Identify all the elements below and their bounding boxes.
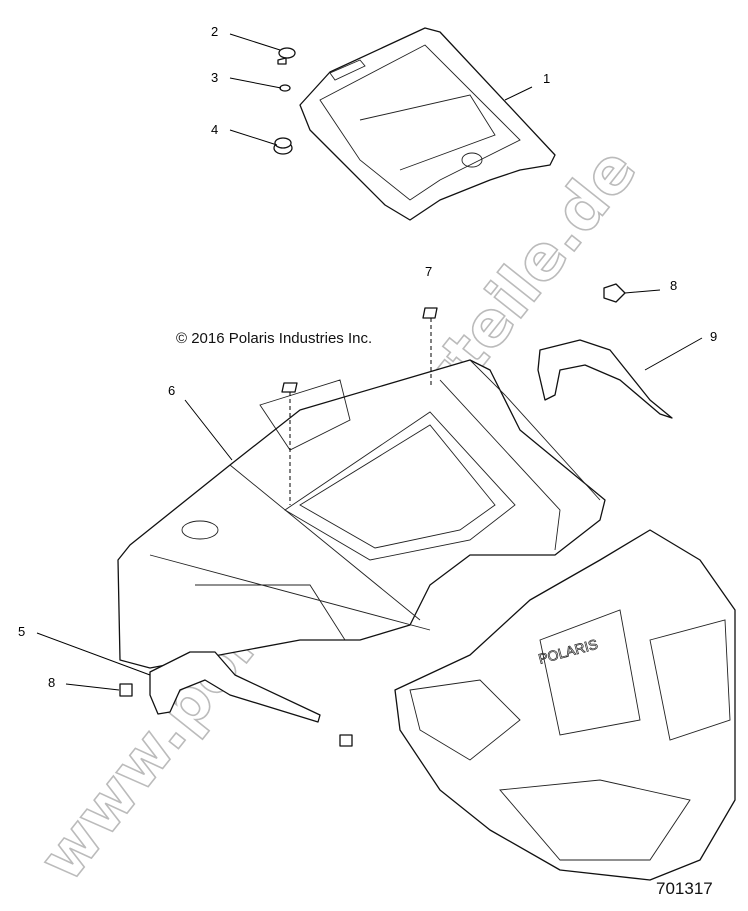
callout-8: 8 (670, 278, 677, 293)
callout-7: 7 (425, 264, 432, 279)
document-number: 701317 (656, 879, 713, 898)
callout-6: 6 (168, 383, 175, 398)
part-8-push-rivet (119, 283, 626, 747)
callout-1: 1 (543, 71, 550, 86)
callout-3: 3 (211, 70, 218, 85)
part-3-washer (279, 84, 291, 92)
front-bodywork: POLARIS (394, 529, 736, 881)
callout-8-lower: 8 (48, 675, 55, 690)
part-6-rear-body (117, 359, 606, 669)
copyright-text: © 2016 Polaris Industries Inc. (176, 330, 373, 347)
part-2-fastener (277, 47, 296, 65)
callout-5: 5 (18, 624, 25, 639)
part-1-cover (299, 27, 556, 221)
callout-4: 4 (211, 122, 218, 137)
callout-2: 2 (211, 24, 218, 39)
part-9-fender-flare (537, 339, 673, 419)
part-4-grommet (273, 137, 293, 155)
part-7-pad (422, 307, 438, 319)
part-7-pad (281, 382, 298, 393)
dashed-leader (289, 318, 432, 505)
part-5-fender-flare (149, 651, 321, 723)
callout-9: 9 (710, 329, 717, 344)
